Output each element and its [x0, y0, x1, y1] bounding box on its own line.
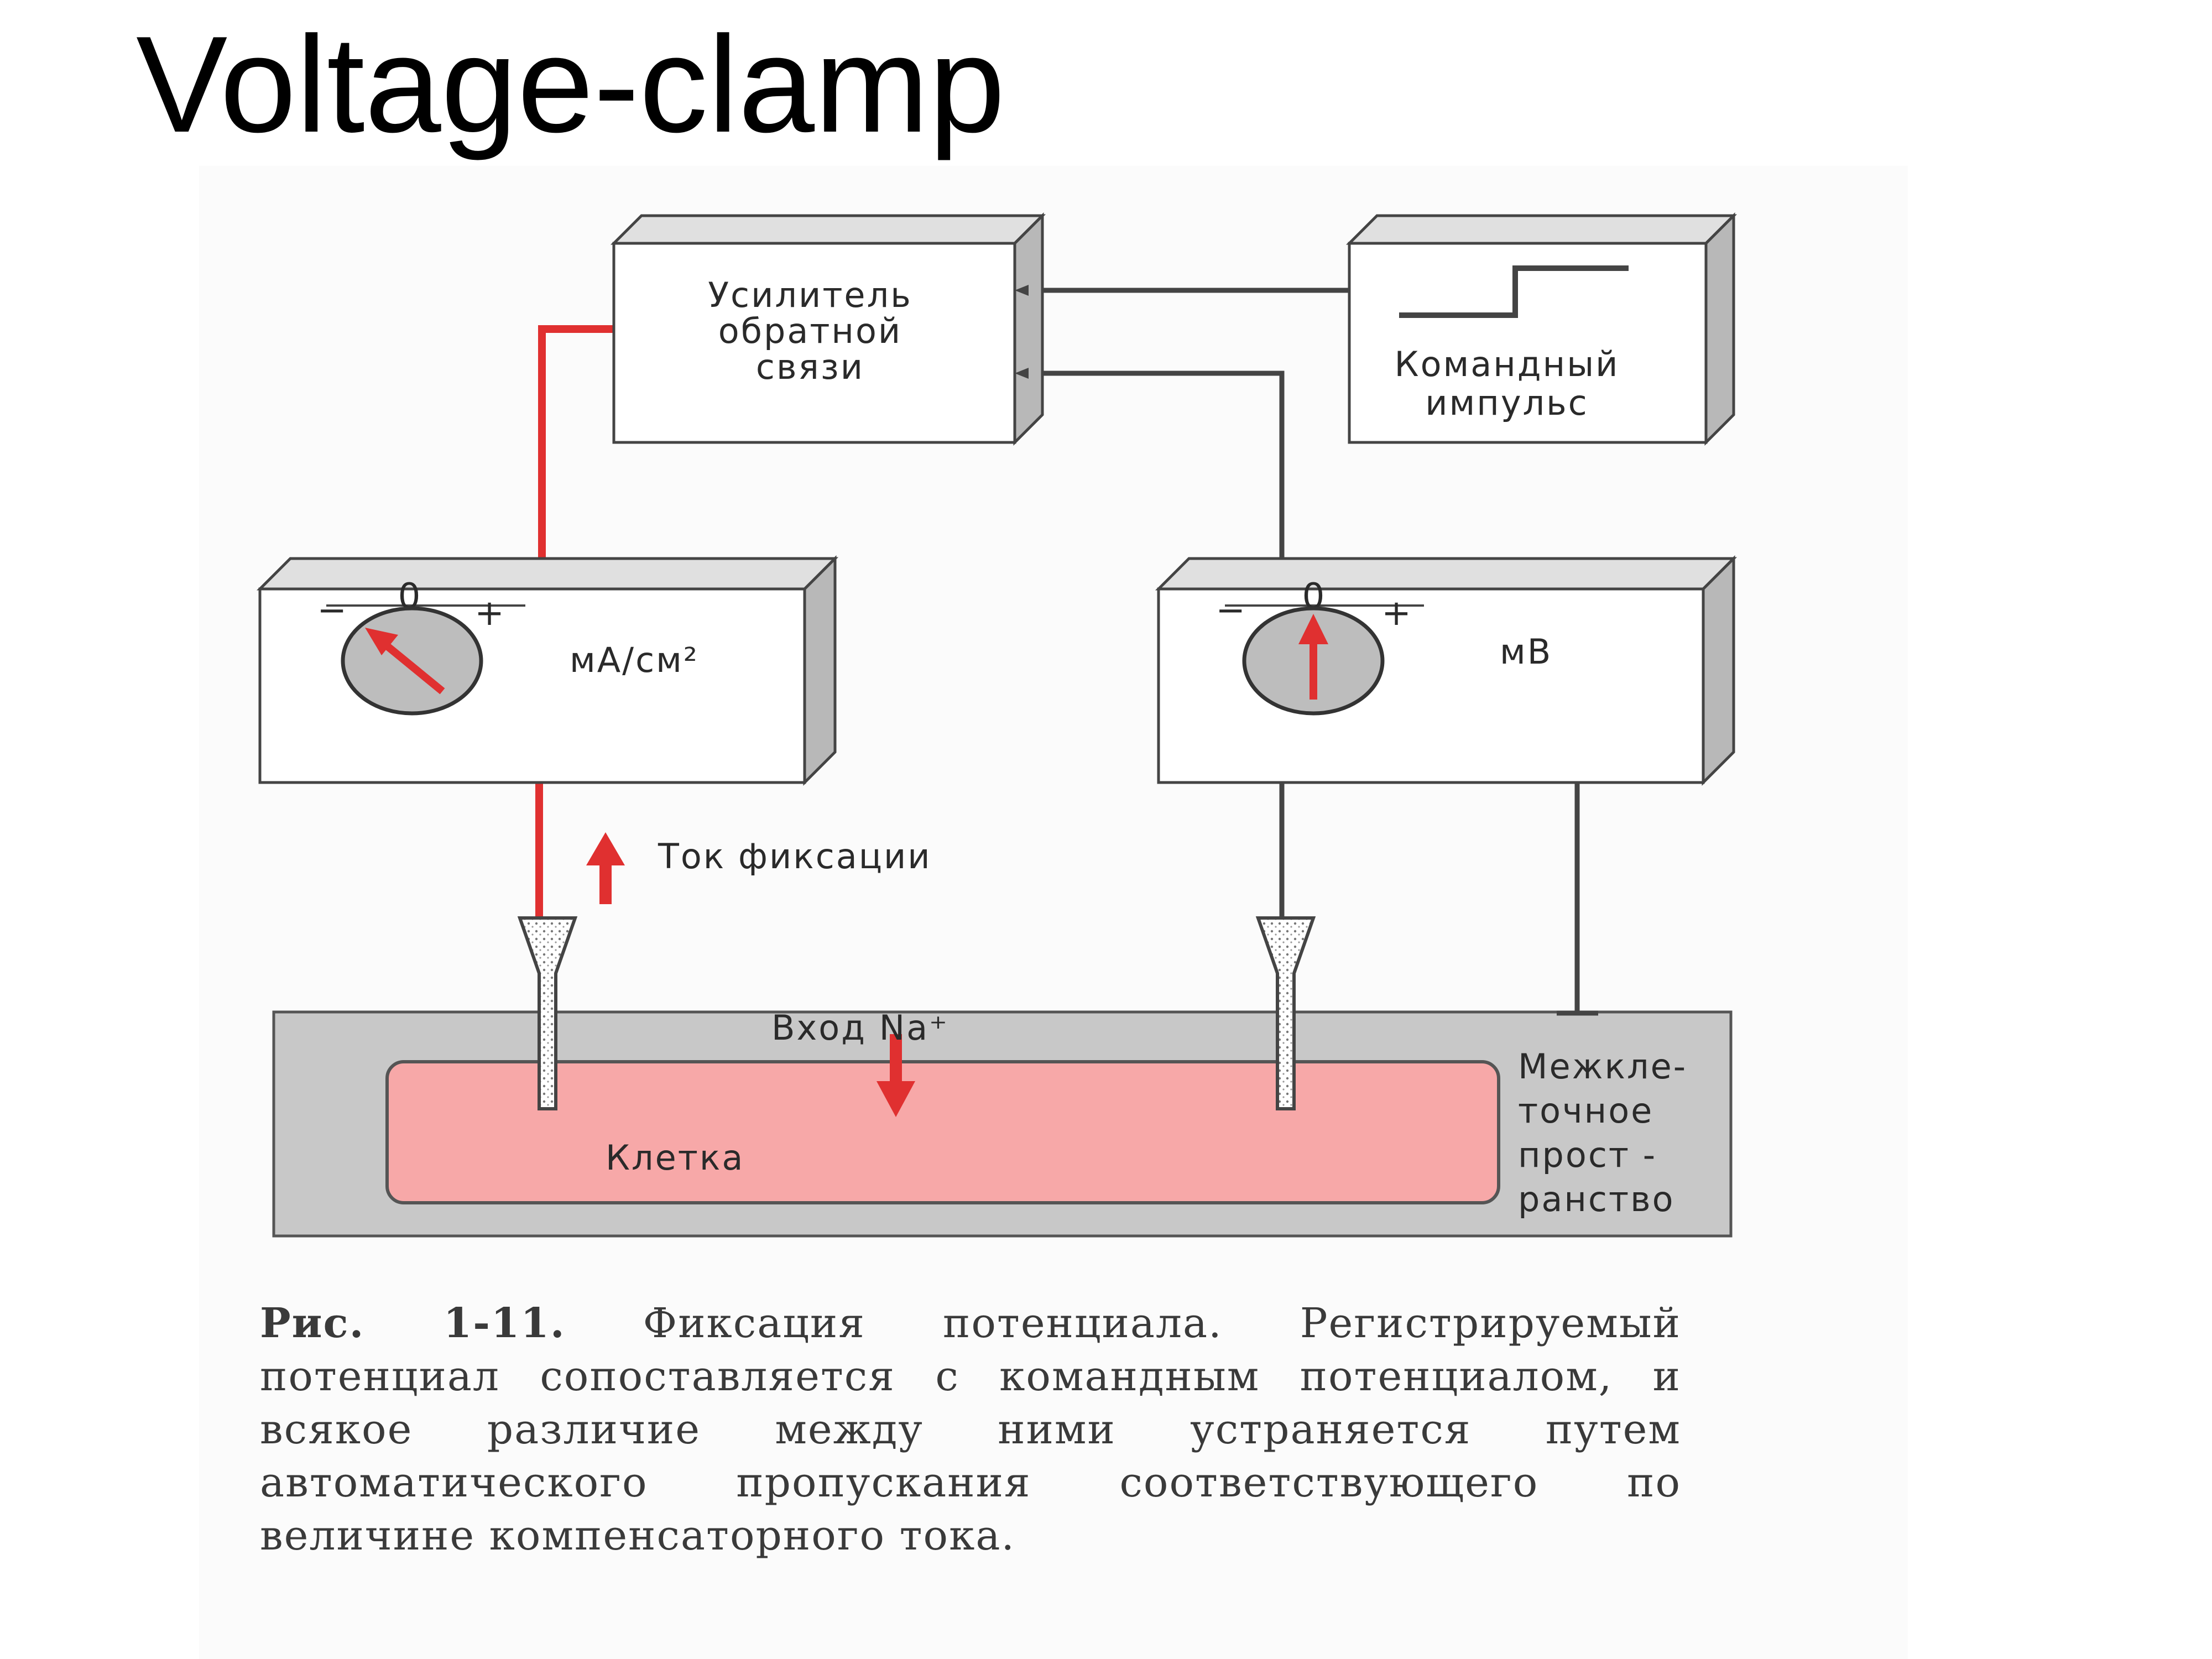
command-label-line2: импульс — [1425, 383, 1589, 423]
amplifier-label-line3: связи — [756, 347, 864, 387]
step-pulse-icon — [1399, 265, 1629, 318]
extracellular-label-line2: точное — [1518, 1091, 1653, 1131]
feedback-amplifier-box: Усилитель обратной связи — [610, 212, 1046, 446]
na-entry-label: Вход Na⁺ — [771, 1008, 949, 1048]
extracellular-label-line4: ранство — [1518, 1179, 1675, 1219]
amplifier-label-line1: Усилитель — [708, 275, 912, 315]
clamp-current-arrow-icon — [586, 832, 625, 904]
current-gauge-dial — [341, 606, 483, 716]
current-meter-box: − 0 + мА/см² — [256, 555, 839, 786]
voltage-electrode — [1255, 916, 1316, 1110]
voltmeter-box: − 0 + мВ — [1155, 555, 1738, 786]
clamp-current-label: Ток фиксации — [658, 836, 932, 877]
command-label-line1: Командный — [1395, 344, 1620, 384]
extracellular-label-line1: Межкле- — [1518, 1046, 1687, 1087]
figure-number: Рис. 1-11. — [260, 1300, 566, 1347]
slide-title: Voltage-clamp — [136, 7, 1005, 161]
current-scale-plus: + — [474, 593, 504, 634]
na-entry-arrow-icon — [877, 1034, 915, 1117]
figure-caption: Рис. 1-11. Фиксация потенциала. Регистри… — [260, 1297, 1681, 1562]
cell-body — [385, 1060, 1500, 1204]
cell-label: Клетка — [606, 1138, 744, 1178]
current-gauge-needle — [379, 638, 445, 695]
caption-text: Фиксация потенциала. Регистрируемый поте… — [260, 1300, 1681, 1559]
amplifier-label-line2: обратной — [718, 311, 902, 351]
command-pulse-box: Командный импульс — [1345, 212, 1738, 446]
current-electrode — [517, 916, 578, 1110]
voltage-scale-plus: + — [1381, 593, 1411, 634]
voltmeter-unit: мВ — [1500, 632, 1552, 672]
extracellular-label-line3: прост - — [1518, 1135, 1657, 1175]
current-meter-unit: мА/см² — [570, 640, 699, 680]
red-wire-upper — [538, 325, 614, 559]
wire-amp-to-voltmeter — [1029, 371, 1285, 570]
voltage-scale-minus: − — [1215, 590, 1245, 631]
current-scale-minus: − — [317, 590, 347, 631]
